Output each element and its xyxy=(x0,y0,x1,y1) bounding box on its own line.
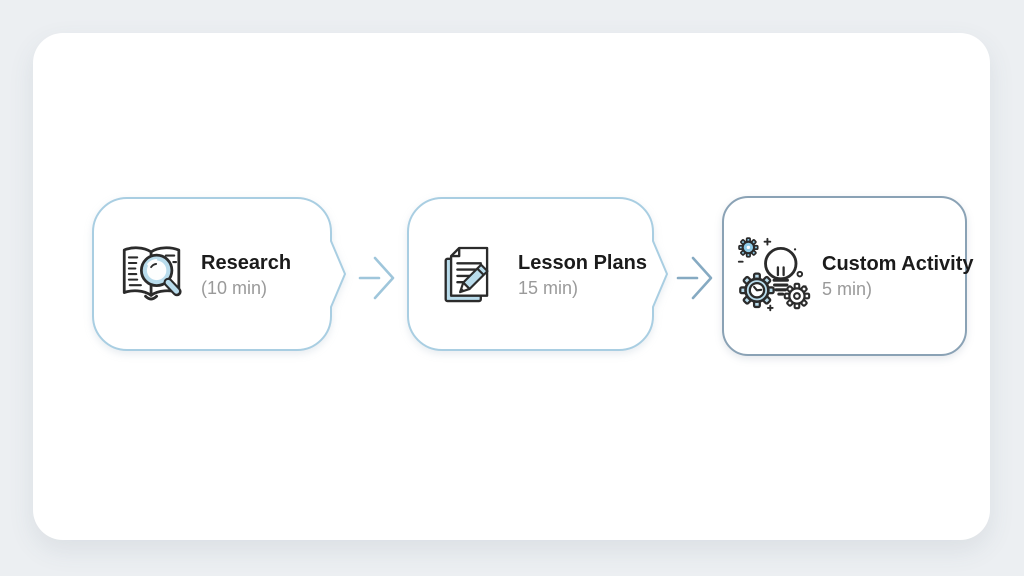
step-duration: (10 min) xyxy=(201,277,268,298)
step-custom-activity: Custom Activity 5 min) xyxy=(722,196,974,356)
step-title: Lesson Plans xyxy=(518,251,647,274)
step-duration: 15 min) xyxy=(518,277,579,298)
step-duration: 5 min) xyxy=(822,278,873,299)
arrow-right-icon xyxy=(358,256,395,300)
step-content: Research (10 min) xyxy=(93,198,333,352)
step-title: Research xyxy=(201,251,292,274)
book-magnifier-icon xyxy=(122,246,182,301)
diagram-card: Research (10 min) xyxy=(33,33,990,540)
arrow-right-icon xyxy=(676,256,713,300)
step-lesson-plans: Lesson Plans 15 min) xyxy=(407,197,668,352)
step-title: Custom Activity xyxy=(822,252,974,275)
step-content: Custom Activity 5 min) xyxy=(724,198,974,354)
step-labels: Custom Activity 5 min) xyxy=(822,253,974,300)
lightbulb-gears-icon xyxy=(737,237,811,312)
step-labels: Lesson Plans 15 min) xyxy=(518,252,647,299)
step-labels: Research (10 min) xyxy=(201,252,291,299)
step-research: Research (10 min) xyxy=(92,197,346,352)
document-pencil-icon xyxy=(444,246,489,303)
step-content: Lesson Plans 15 min) xyxy=(408,198,655,352)
